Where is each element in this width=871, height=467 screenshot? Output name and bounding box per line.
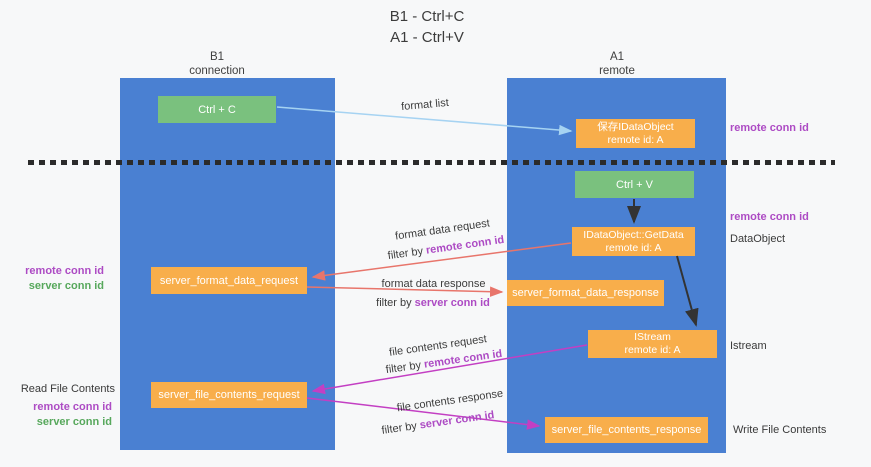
server-conn-id-highlight: server conn id <box>414 297 490 309</box>
server-conn-id-highlight: server conn id <box>418 409 496 432</box>
getdata-line1: IDataObject::GetData <box>583 228 684 241</box>
getdata-box: IDataObject::GetData remote id: A <box>572 227 695 256</box>
write-file-contents-label: Write File Contents <box>733 424 827 436</box>
server-format-data-response-box: server_format_data_response <box>507 280 664 306</box>
filter-by-server-conn-id-label-1: filter by server conn id <box>371 297 495 309</box>
remote-conn-id-highlight: remote conn id <box>425 233 505 257</box>
lane-b1-role: connection <box>189 65 245 77</box>
remote-conn-id-right-1: remote conn id <box>730 122 809 134</box>
diagram-title: B1 - Ctrl+C A1 - Ctrl+V <box>0 6 854 48</box>
ctrl-v-label: Ctrl + V <box>616 178 653 191</box>
save-dataobject-line1: 保存IDataObject <box>597 120 674 133</box>
server-format-data-response-label: server_format_data_response <box>512 287 659 299</box>
save-dataobject-box: 保存IDataObject remote id: A <box>576 119 695 148</box>
server-file-contents-request-box: server_file_contents_request <box>151 382 307 408</box>
dataobject-label: DataObject <box>730 233 786 245</box>
dashed-separator-line <box>28 160 835 165</box>
remote-conn-id-left-2: remote conn id <box>33 401 112 413</box>
lane-a1-role: remote <box>599 65 635 77</box>
server-file-contents-response-box: server_file_contents_response <box>545 417 708 443</box>
title-line-2: A1 - Ctrl+V <box>390 29 464 46</box>
ctrl-c-label: Ctrl + C <box>198 103 236 116</box>
server-conn-id-left-1: server conn id <box>28 280 104 292</box>
remote-conn-id-right-2: remote conn id <box>730 211 809 223</box>
filter-prefix: filter by <box>376 297 415 309</box>
server-conn-id-left-2: server conn id <box>36 416 112 428</box>
filter-prefix: filter by <box>387 244 427 263</box>
format-list-label: format list <box>400 96 450 114</box>
lane-header-b1: B1 connection <box>157 50 277 78</box>
istream-box: IStream remote id: A <box>588 330 717 358</box>
server-file-contents-request-label: server_file_contents_request <box>158 389 300 401</box>
lane-header-a1: A1 remote <box>557 50 677 78</box>
filter-prefix: filter by <box>385 358 425 377</box>
server-format-data-request-box: server_format_data_request <box>151 267 307 294</box>
title-line-1: B1 - Ctrl+C <box>389 8 465 25</box>
istream-side-label: Istream <box>730 340 767 352</box>
format-data-response-label: format data response <box>381 278 486 290</box>
ctrl-c-box: Ctrl + C <box>158 96 276 123</box>
istream-line1: IStream <box>634 331 671 343</box>
getdata-line2: remote id: A <box>605 241 662 254</box>
filter-prefix: filter by <box>380 419 421 437</box>
read-file-contents-label: Read File Contents <box>20 383 115 395</box>
lane-b1-name: B1 <box>209 51 225 63</box>
remote-conn-id-left-1: remote conn id <box>25 265 104 277</box>
ctrl-v-box: Ctrl + V <box>575 171 694 198</box>
lane-a1-name: A1 <box>609 51 625 63</box>
server-file-contents-response-label: server_file_contents_response <box>551 424 702 436</box>
server-format-data-request-label: server_format_data_request <box>159 274 299 287</box>
istream-line2: remote id: A <box>624 344 681 356</box>
save-dataobject-line2: remote id: A <box>607 133 664 146</box>
